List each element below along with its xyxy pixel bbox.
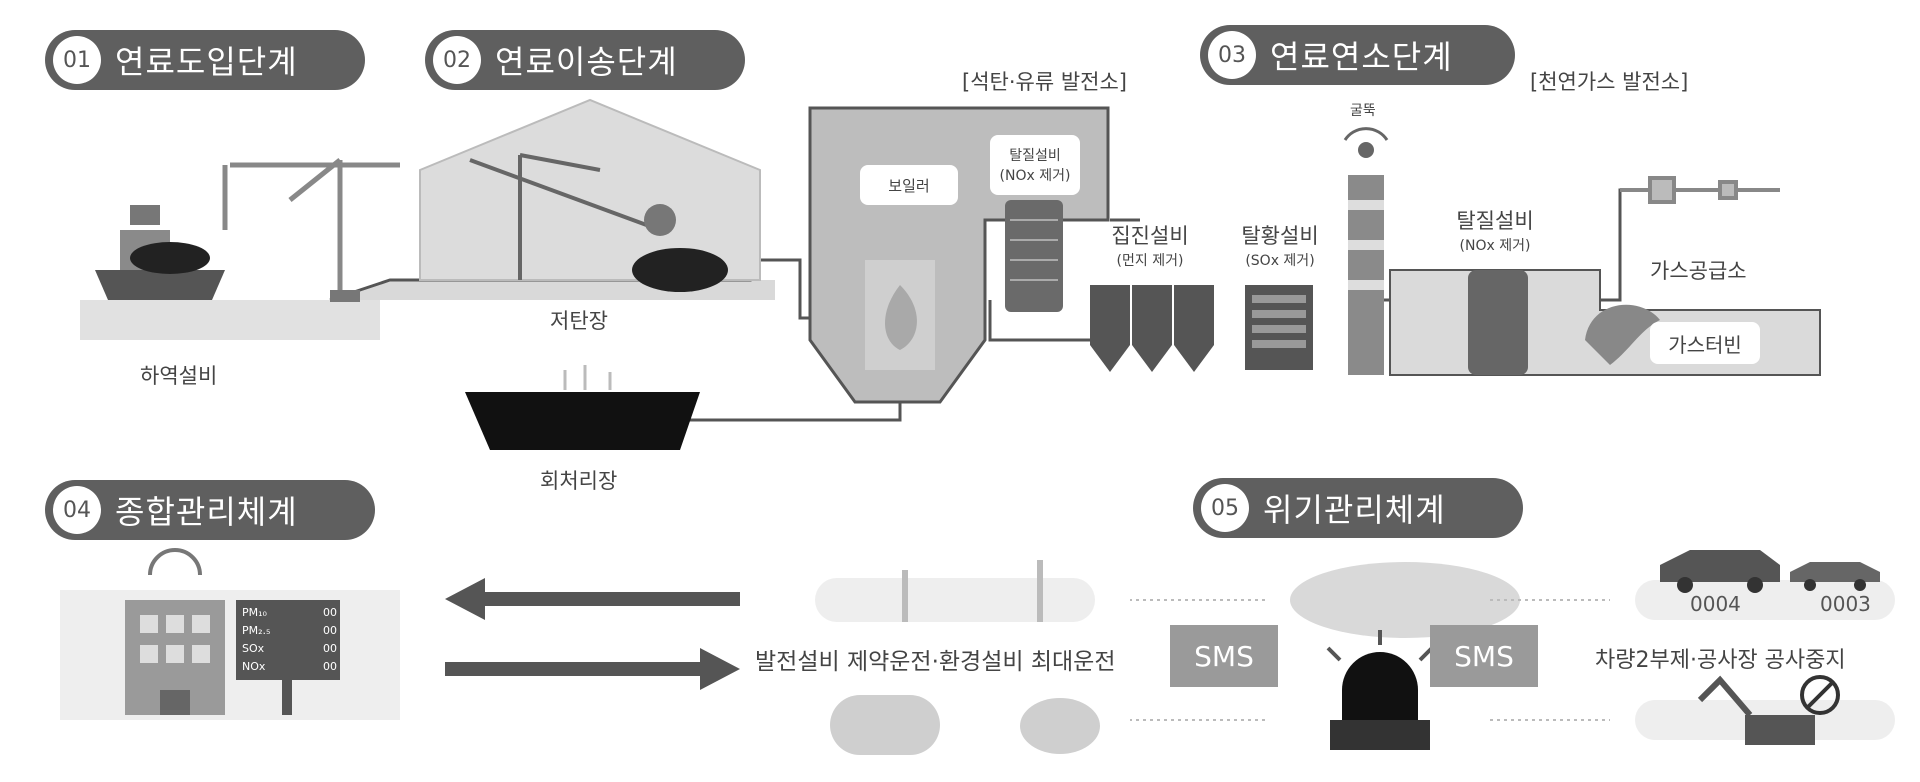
stage-number: 02 [433,36,481,84]
excavator-icon [1697,675,1815,745]
gas-supply-label: 가스공급소 [1650,259,1747,283]
car-icon-1 [1660,550,1780,593]
sms-badge-left: SMS [1170,625,1278,687]
dust-collector-icon [1090,285,1214,372]
stack-icon [1343,127,1389,375]
management-building-icon [60,548,400,720]
ash-pond-icon [465,365,700,450]
quay [80,300,380,340]
stage-number: 01 [53,36,101,84]
plate-label-2: 0003 [1820,592,1871,616]
plant-strip-top [815,578,1095,622]
stage-pill-05: 05 위기관리체계 [1193,478,1523,538]
crane-base [330,290,360,302]
unloading-label: 하역설비 [140,364,218,388]
stage-number: 03 [1208,31,1256,79]
restrict-label: 차량2부제·공사장 공사중지 [1595,648,1846,673]
coal-oil-plant-label: [석탄·유류 발전소] [962,70,1127,94]
turbine-flame [1585,304,1660,365]
harbor-crane-icon [222,158,400,300]
road-strip [1635,580,1895,620]
smog-cloud [1290,562,1520,638]
stage-title: 연료이송단계 [495,43,678,81]
denox-unit-a [1005,200,1063,312]
stage-pill-01: 01 연료도입단계 [45,30,365,90]
monitor-board [236,600,340,680]
boiler-label: 보일러 [860,165,958,205]
plant-chimneys [902,560,1043,622]
lng-plant-label: [천연가스 발전소] [1530,70,1689,94]
gas-pipe-icon [1620,176,1780,204]
stack-label: 굴뚝 [1350,103,1376,119]
warehouse-icon [419,98,761,292]
stage-number: 04 [53,486,101,534]
windmill-strip [830,695,940,755]
desulf-label: 탈황설비 (SOx 제거) [1241,224,1319,269]
stage-title: 종합관리체계 [115,493,298,531]
ash-label: 회처리장 [540,469,618,493]
stage-pill-03: 03 연료연소단계 [1200,25,1515,85]
stage-title: 연료연소단계 [1270,38,1453,76]
denox-label-b: 탈질설비 (NOx 제거) [1456,209,1534,254]
car-icon-2 [1790,562,1880,591]
denox-unit-b [1468,270,1528,375]
arrows [445,578,740,690]
stage-title: 연료도입단계 [115,43,298,81]
ops-label: 발전설비 제약운전·환경설비 최대운전 [755,649,1116,675]
plate-label-1: 0004 [1690,592,1741,616]
ship-icon [95,205,225,300]
sms-badge-right: SMS [1430,625,1538,687]
stage-title: 위기관리체계 [1263,491,1446,529]
dust-label: 집진설비 (먼지 제거) [1111,224,1189,269]
stage-pill-02: 02 연료이송단계 [425,30,745,90]
gas-turbine-label: 가스터빈 [1650,322,1760,364]
alarm-light-icon [1326,630,1434,750]
storage-label: 저탄장 [550,309,608,333]
denox-label-a: 탈질설비 (NOx 제거) [990,135,1080,195]
stage-number: 05 [1201,484,1249,532]
no-entry-icon [1800,675,1840,715]
stage-pill-04: 04 종합관리체계 [45,480,375,540]
dotted-connectors [1130,599,1610,721]
ground-band [80,280,775,300]
